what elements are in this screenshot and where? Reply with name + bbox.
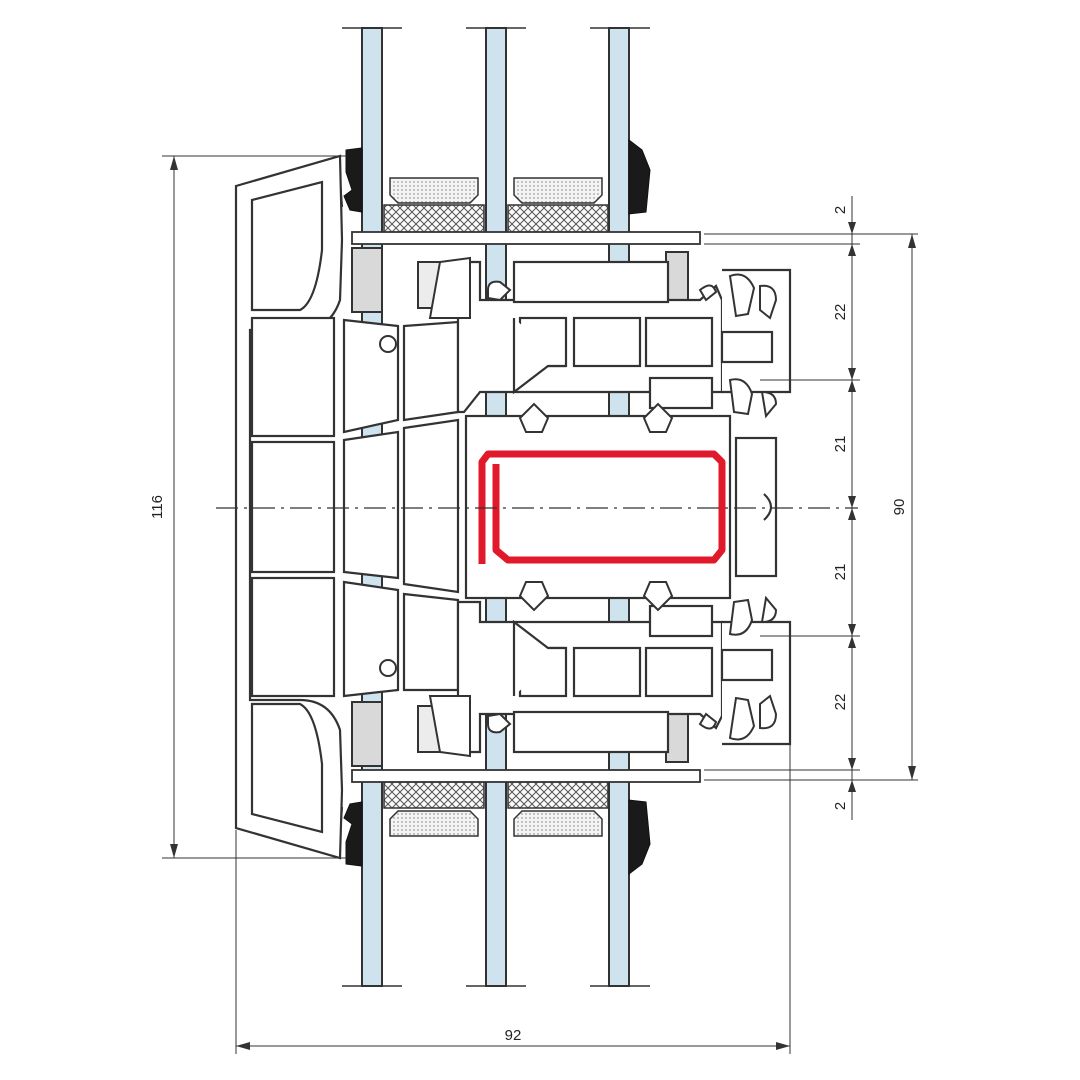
dim-chain-2: 22 (832, 304, 849, 321)
spacer-bottom-left (383, 779, 485, 837)
glazing-gaskets (343, 138, 651, 876)
gasket-outer-top (343, 147, 363, 213)
dim-sash-height: 90 (891, 499, 908, 516)
dim-chain-4: 21 (832, 564, 849, 581)
spacer-top-left (383, 177, 485, 234)
dimension-lines (162, 155, 918, 1054)
dim-chain-5: 22 (832, 694, 849, 711)
frame-profile-left (234, 154, 460, 860)
glazing-rebates (351, 231, 701, 783)
dimension-labels: 116 92 90 2 22 21 21 22 2 (149, 206, 908, 1044)
gasket-inner-bottom (628, 799, 651, 876)
dim-total-height: 116 (149, 495, 166, 519)
glass-spacers (383, 177, 609, 837)
dim-chain-1: 2 (832, 206, 849, 214)
dimension-arrows (170, 156, 916, 1050)
spacer-bottom-right (507, 779, 609, 837)
gasket-inner-top (628, 138, 651, 215)
steel-reinforcement (478, 450, 726, 564)
gasket-outer-bottom (343, 801, 363, 867)
sash-profile-body (456, 260, 792, 754)
dim-chain-3: 21 (832, 436, 849, 453)
dim-total-width: 92 (505, 1027, 522, 1044)
dim-chain-6: 2 (832, 802, 849, 810)
spacer-top-right (507, 177, 609, 234)
hook-details (379, 256, 778, 758)
